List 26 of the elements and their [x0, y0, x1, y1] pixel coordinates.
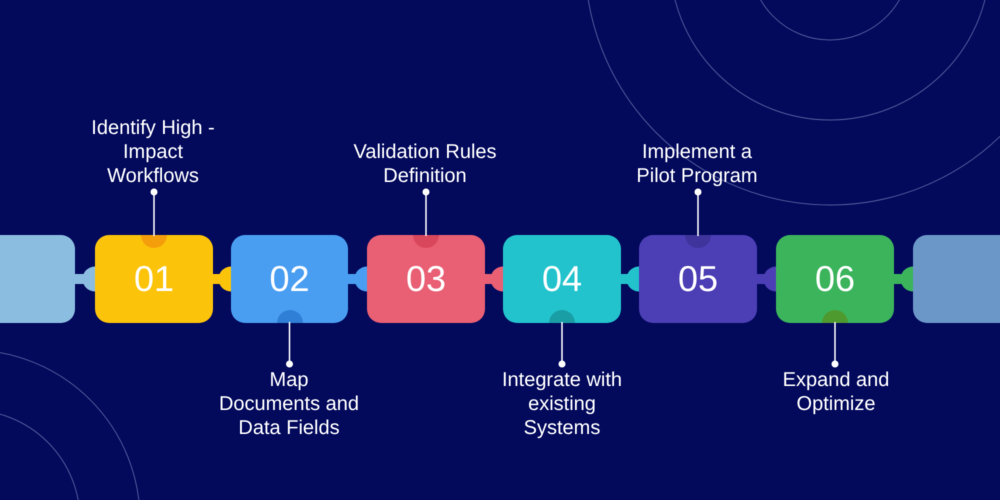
step-label: Map Documents and Data Fields — [218, 368, 360, 440]
puzzle-piece — [913, 235, 1000, 323]
step-number: 01 — [134, 261, 174, 297]
leader-line — [150, 188, 158, 236]
leader-line — [286, 322, 293, 368]
step-number: 06 — [814, 261, 856, 297]
step-label: Integrate with existing Systems — [500, 368, 624, 440]
leader-line — [832, 322, 838, 368]
puzzle-piece — [231, 235, 348, 323]
step-label: Identify High -Impact Workflows — [90, 116, 216, 188]
step-label: Expand and Optimize — [782, 368, 890, 416]
leader-line — [422, 188, 430, 236]
puzzle-piece — [367, 235, 485, 323]
leader-line — [558, 322, 566, 368]
step-label: Implement a Pilot Program — [635, 140, 759, 188]
leader-line — [694, 188, 702, 236]
step-number: 02 — [269, 261, 310, 297]
puzzle-piece — [0, 235, 75, 323]
step-number: 05 — [678, 261, 718, 297]
step-label: Validation Rules Definition — [352, 140, 498, 188]
puzzle-piece — [95, 235, 213, 323]
puzzle-piece — [639, 235, 757, 323]
step-number: 04 — [542, 261, 582, 297]
puzzle-piece — [776, 235, 894, 323]
step-number: 03 — [406, 261, 446, 297]
puzzle-piece — [503, 235, 621, 323]
